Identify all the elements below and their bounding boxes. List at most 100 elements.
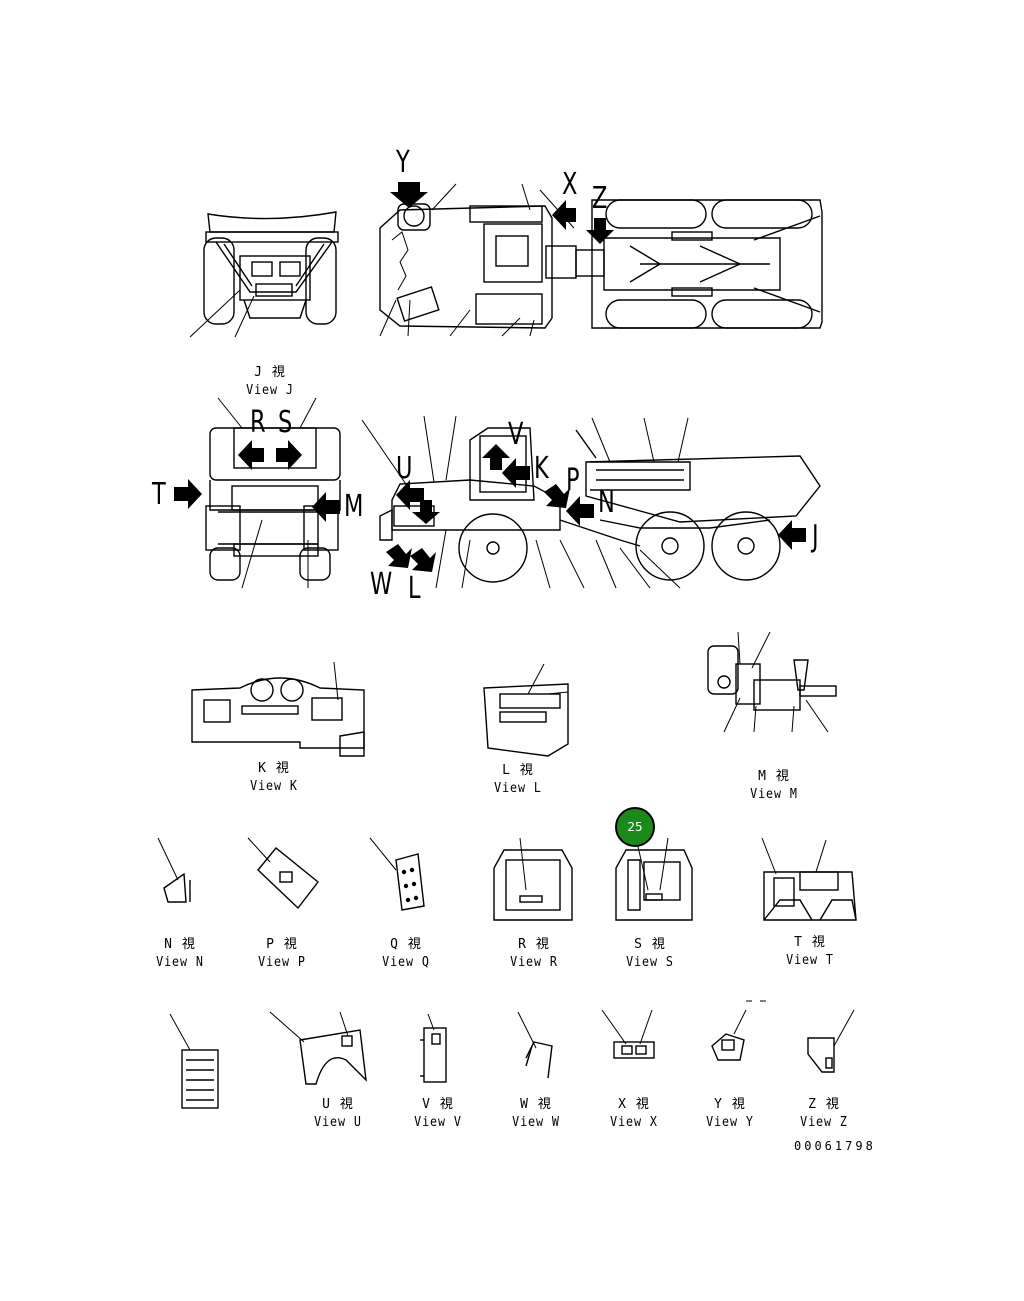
arrow-letter-s: S — [278, 405, 293, 440]
arrow-y — [390, 182, 428, 208]
caption-view-n-jp: N 視 — [164, 937, 196, 952]
view-p-drawing — [247, 837, 319, 910]
view-w-drawing — [517, 1011, 553, 1079]
view-k-drawing — [191, 661, 365, 757]
caption-view-p-jp: P 視 — [266, 937, 298, 952]
caption-view-s-jp: S 視 — [634, 937, 666, 952]
arrow-letter-x: X — [562, 167, 578, 202]
caption-view-n-en: View N — [156, 955, 204, 970]
caption-view-l-en: View L — [494, 781, 542, 796]
caption-view-z: Z 視 View Z — [784, 1096, 864, 1132]
arrow-letter-t: T — [152, 477, 166, 512]
arrow-letter-p: P — [566, 463, 580, 498]
view-q-drawing — [369, 837, 425, 911]
caption-view-w: W 視 View W — [496, 1096, 576, 1132]
view-j-drawing — [189, 211, 339, 338]
caption-view-j-en: View J — [246, 383, 294, 398]
arrow-m — [312, 492, 340, 522]
arrow-letter-n: N — [598, 485, 615, 520]
arrow-letter-y: Y — [396, 145, 410, 180]
arrow-letter-z: Z — [592, 181, 608, 216]
arrow-letter-u: U — [396, 451, 413, 486]
arrow-v — [482, 444, 510, 470]
arrow-letter-v: V — [508, 417, 524, 452]
caption-view-u: U 視 View U — [298, 1096, 378, 1132]
arrow-letter-l: L — [408, 571, 421, 606]
side-view-drawing — [361, 415, 821, 589]
caption-view-j: J 視 View J — [230, 364, 310, 400]
caption-view-m: M 視 View M — [734, 768, 814, 804]
arrow-r — [238, 440, 264, 470]
arrow-letter-r: R — [250, 405, 266, 440]
view-r-drawing — [493, 837, 573, 921]
caption-view-x: X 視 View X — [594, 1096, 674, 1132]
callout-badge-number: 25 — [627, 820, 643, 834]
label-stack-drawing — [169, 1013, 219, 1109]
caption-view-y: Y 視 View Y — [690, 1096, 770, 1132]
caption-view-m-jp: M 視 — [758, 769, 790, 784]
callout-badge[interactable]: 25 — [615, 807, 655, 847]
document-number: 00061798 — [794, 1139, 876, 1153]
caption-view-y-jp: Y 視 — [714, 1097, 746, 1112]
arrow-z — [586, 218, 614, 244]
view-v-drawing — [420, 1013, 447, 1083]
caption-view-v-jp: V 視 — [422, 1097, 454, 1112]
caption-view-t: T 視 View T — [770, 934, 850, 970]
caption-view-m-en: View M — [750, 787, 798, 802]
caption-view-s: S 視 View S — [610, 936, 690, 972]
arrow-k — [502, 458, 530, 488]
arrow-l — [410, 548, 436, 572]
caption-view-l-jp: L 視 — [502, 763, 534, 778]
arrow-t — [174, 479, 202, 509]
view-u-drawing — [269, 1011, 367, 1085]
caption-view-w-en: View W — [512, 1115, 560, 1130]
arrow-u — [396, 480, 424, 510]
caption-view-r: R 視 View R — [494, 936, 574, 972]
arrow-j — [778, 520, 806, 550]
arrow-x — [552, 200, 576, 230]
caption-view-z-jp: Z 視 — [808, 1097, 840, 1112]
caption-view-r-en: View R — [510, 955, 558, 970]
caption-view-t-en: View T — [786, 953, 834, 968]
caption-view-t-jp: T 視 — [794, 935, 826, 950]
caption-view-v-en: View V — [414, 1115, 462, 1130]
arrow-letter-k: K — [534, 451, 549, 486]
view-s-drawing — [615, 837, 693, 921]
view-z-drawing — [807, 1009, 855, 1073]
caption-view-w-jp: W 視 — [520, 1097, 552, 1112]
view-l-drawing — [483, 663, 569, 757]
caption-view-q-en: View Q — [382, 955, 430, 970]
view-m-drawing — [707, 631, 837, 733]
front-view-drawing — [205, 397, 341, 589]
caption-view-k-en: View K — [250, 779, 298, 794]
caption-view-k-jp: K 視 — [258, 761, 290, 776]
arrow-w — [386, 544, 412, 568]
view-arrows — [174, 182, 806, 572]
caption-view-r-jp: R 視 — [518, 937, 550, 952]
caption-view-k: K 視 View K — [234, 760, 314, 796]
caption-view-p-en: View P — [258, 955, 306, 970]
arrow-k2 — [544, 484, 570, 508]
arrow-p — [566, 496, 594, 526]
caption-view-y-en: View Y — [706, 1115, 754, 1130]
view-t-drawing — [761, 837, 857, 921]
caption-view-z-en: View Z — [800, 1115, 848, 1130]
caption-view-u-en: View U — [314, 1115, 362, 1130]
caption-view-v: V 視 View V — [398, 1096, 478, 1132]
arrow-letter-j: J — [812, 519, 819, 554]
caption-view-x-en: View X — [610, 1115, 658, 1130]
caption-view-x-jp: X 視 — [618, 1097, 650, 1112]
caption-view-u-jp: U 視 — [322, 1097, 354, 1112]
view-y-drawing — [711, 1000, 766, 1061]
caption-view-l: L 視 View L — [478, 762, 558, 798]
caption-view-p: P 視 View P — [242, 936, 322, 972]
caption-view-q: Q 視 View Q — [366, 936, 446, 972]
caption-view-q-jp: Q 視 — [390, 937, 422, 952]
arrow-s — [276, 440, 302, 470]
arrow-letter-m: M — [344, 489, 364, 524]
view-n-drawing — [157, 837, 191, 903]
arrow-letter-w: W — [370, 567, 393, 602]
arrow-u2 — [412, 500, 440, 524]
